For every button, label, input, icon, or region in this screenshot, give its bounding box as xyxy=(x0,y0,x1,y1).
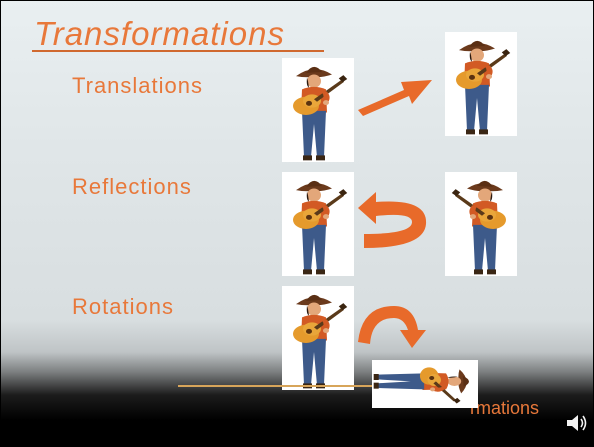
reflections-label: Reflections xyxy=(72,174,192,199)
footer-line xyxy=(178,385,388,387)
curved-arrow-icon xyxy=(358,306,426,348)
rotations-label: Rotations xyxy=(72,294,174,319)
u-turn-arrow-icon xyxy=(358,192,427,248)
footer-text: rmations xyxy=(470,398,540,418)
right-arrow-icon xyxy=(358,80,432,116)
speaker-icon[interactable] xyxy=(565,412,589,434)
guitarist-photo-translations-image xyxy=(445,32,517,136)
guitarist-photo-reflections-original xyxy=(282,172,354,276)
guitarist-photo-rotations-image xyxy=(372,360,478,408)
slide-title: Transformations xyxy=(34,15,285,52)
guitarist-photo-translations-original xyxy=(282,58,354,162)
guitarist-photo-reflections-image xyxy=(445,172,517,276)
guitarist-photo-rotations-original xyxy=(282,286,354,390)
translations-label: Translations xyxy=(72,73,204,98)
title-underline xyxy=(32,50,324,52)
